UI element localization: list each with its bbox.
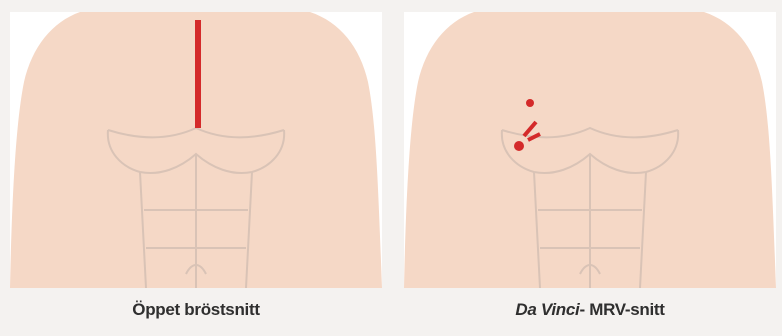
open-chest-illustration	[10, 12, 382, 288]
caption-da-vinci: Da Vinci- MRV-snitt	[404, 300, 776, 320]
port-incision-lower	[514, 141, 524, 151]
torso-figure-right	[404, 12, 776, 288]
da-vinci-illustration	[404, 12, 776, 288]
caption-da-vinci-brand: Da Vinci	[515, 300, 579, 319]
caption-open-chest-text: Öppet bröstsnitt	[132, 300, 259, 319]
port-incision-upper	[526, 99, 534, 107]
caption-da-vinci-rest: - MRV-snitt	[579, 300, 664, 319]
torso-figure-left	[10, 12, 382, 288]
caption-open-chest: Öppet bröstsnitt	[10, 300, 382, 320]
